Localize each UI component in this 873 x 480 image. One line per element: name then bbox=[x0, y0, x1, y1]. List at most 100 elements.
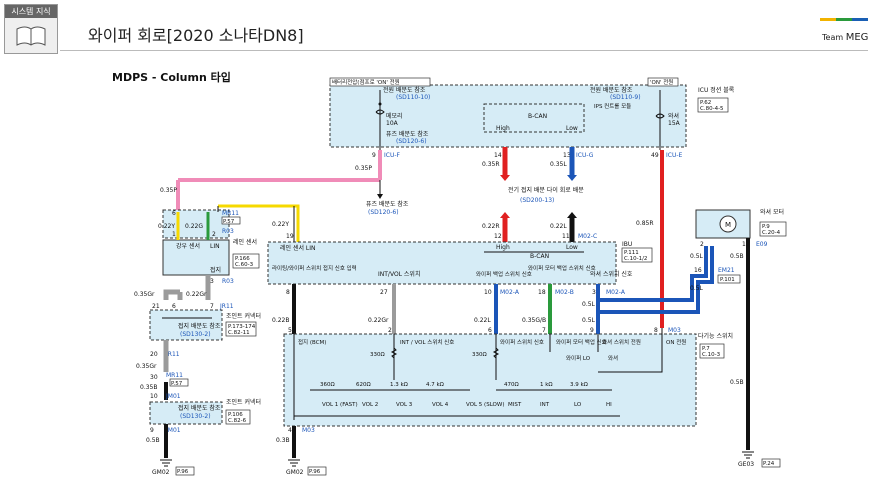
motor-pin-1: 1 bbox=[742, 241, 746, 248]
joint-ground-code: (SD130-2) bbox=[180, 331, 211, 338]
wire-05l-b: 0.5L bbox=[690, 285, 704, 292]
em21-ref-box bbox=[717, 274, 741, 284]
wire-035gb: 0.35G/B bbox=[522, 317, 546, 324]
switch-int-vol: INT / VOL 스위치 신호 bbox=[400, 338, 454, 346]
connector-r03-b: R03 bbox=[222, 278, 234, 285]
switch-pin-8: 8 bbox=[654, 327, 658, 334]
brand-bar-green bbox=[836, 18, 852, 21]
icu-ref-box bbox=[697, 97, 729, 113]
top-right-power-label: 'ON' 전원 bbox=[650, 78, 673, 86]
resistor-1k: 1 kΩ bbox=[540, 382, 553, 388]
icu-bcan-low: Low bbox=[566, 125, 578, 132]
power-ref-right: 전원 배분도 참조 bbox=[590, 86, 633, 94]
resistor-330-a: 330Ω bbox=[370, 352, 385, 358]
wire-035gr-b: 0.35Gr bbox=[136, 363, 157, 370]
right-fuse-symbol bbox=[655, 113, 665, 119]
badge-caption: 시스템 지식 bbox=[5, 5, 57, 18]
ibu-rain-pin: 19 bbox=[286, 233, 294, 240]
connector-jm01b: JM01 bbox=[165, 427, 181, 434]
wire-022y-a: 0.22Y bbox=[158, 223, 175, 230]
joint2-pin-30: 30 bbox=[150, 374, 158, 381]
switch-ref-box bbox=[699, 343, 725, 359]
wire-05b-motor: 0.5B bbox=[730, 253, 744, 260]
icu-g-label: ICU-G bbox=[576, 152, 594, 159]
ibu-name: IBU bbox=[622, 241, 632, 248]
rain-sensor-lin: LIN bbox=[210, 243, 220, 250]
wire-022gr-b: 0.22Gr bbox=[186, 291, 207, 298]
switch-pin-5: 5 bbox=[288, 327, 292, 334]
top-left-power-label: 배터리전압(점프로 'ON' 전원 bbox=[332, 78, 400, 86]
resistor-470: 470Ω bbox=[504, 382, 519, 388]
switch-wiper-sw: 와이퍼 스위치 신호 bbox=[500, 338, 544, 346]
icu-pin-13: 13 bbox=[563, 152, 571, 159]
ibu-pin-10: 10 bbox=[484, 289, 492, 296]
switch-ref-p: P.7 bbox=[702, 346, 710, 352]
icu-pin-9: 9 bbox=[372, 152, 376, 159]
left-fuse-symbol bbox=[375, 109, 385, 115]
ibu-ref-c: C.10-1/2 bbox=[624, 256, 647, 262]
icu-name: ICU 정션 블록 bbox=[698, 86, 735, 94]
connector-jm01: JM01 bbox=[165, 393, 181, 400]
joint-pin-21: 21 bbox=[152, 303, 160, 310]
icu-bcan-block bbox=[483, 103, 585, 133]
switch-wiper-lo: 와이퍼 LO bbox=[566, 354, 591, 362]
ibu-washer: 와셔 스위치 신호 bbox=[590, 270, 633, 278]
connector-em21-p: P.101 bbox=[720, 277, 735, 283]
vol3-label: VOL 3 bbox=[396, 402, 413, 408]
connector-ge03-p: P.24 bbox=[763, 461, 775, 467]
resistor-47k: 4.7 kΩ bbox=[426, 382, 444, 388]
switch-pin-9: 9 bbox=[590, 327, 594, 334]
joint-pin-7: 7 bbox=[210, 303, 214, 310]
ibu-int-vol: INT/VOL 스위치 bbox=[378, 270, 420, 278]
joint-pin-6: 6 bbox=[172, 303, 176, 310]
ibu-wiper-sw: 라이팅/와이퍼 스위치 접지 신호 입력 bbox=[272, 264, 357, 272]
connector-gm02: GM02 bbox=[152, 469, 170, 476]
connector-e09: E09 bbox=[756, 241, 768, 248]
rain-sensor-ref-c: C.60-3 bbox=[235, 262, 254, 268]
connector-mr11b: MR11 bbox=[166, 372, 183, 379]
can-low-arrow-bottom bbox=[567, 212, 577, 218]
icu-pin-49: 49 bbox=[651, 152, 659, 159]
joint-ref-c: C.82-11 bbox=[228, 330, 250, 336]
wire-022b: 0.22B bbox=[272, 317, 289, 324]
motor-pin-2: 2 bbox=[700, 241, 704, 248]
system-knowledge-badge: 시스템 지식 bbox=[4, 4, 58, 54]
fuse-ref-bottom: 퓨즈 배분도 참조 bbox=[366, 200, 409, 208]
motor-name: 와셔 모터 bbox=[760, 208, 784, 216]
wire-022r: 0.22R bbox=[482, 223, 500, 230]
rain-sensor-ref-box bbox=[232, 253, 260, 269]
ibu-wiper-b: 와이퍼 모터 백업 스위치 신호 bbox=[528, 264, 596, 272]
switch-pin-4: 4 bbox=[288, 427, 292, 434]
fuse-left-name: 메모리 bbox=[386, 112, 403, 120]
connector-mr11b-p: P.57 bbox=[171, 381, 183, 387]
mr11-ref-box bbox=[221, 216, 241, 225]
mr11b-ref-box bbox=[169, 378, 189, 387]
icu-f-label: ICU-F bbox=[384, 152, 401, 159]
fuse-ref-top-code: (SD120-6) bbox=[396, 138, 427, 145]
fuse-left-rating: 10A bbox=[386, 120, 399, 127]
switch-washer: 와셔 bbox=[608, 354, 618, 362]
brand-prefix: Team bbox=[822, 33, 844, 42]
lo-label: LO bbox=[574, 402, 582, 408]
wire-035gr-a: 0.35Gr bbox=[134, 291, 155, 298]
motor-ref-c: C.20-4 bbox=[762, 230, 781, 236]
pink-wire bbox=[176, 150, 382, 212]
joint2-ref-c: C.82-6 bbox=[228, 418, 247, 424]
gray-ground-wire bbox=[163, 275, 211, 300]
switch-pin-2: 2 bbox=[388, 327, 392, 334]
connector-m02a: M02-A bbox=[500, 289, 520, 296]
connector-mr11: MR11 bbox=[222, 210, 239, 217]
switch-on-power: ON 전원 bbox=[666, 338, 686, 346]
joint2-pin-10: 10 bbox=[150, 393, 158, 400]
wire-05l-a: 0.5L bbox=[690, 253, 704, 260]
wire-05l-d: 0.5L bbox=[582, 317, 596, 324]
diagram-title: MDPS - Column 타입 bbox=[112, 71, 231, 84]
connector-em21: EM21 bbox=[718, 267, 735, 274]
icu-ref-p: P.62 bbox=[700, 100, 711, 106]
rain-sensor-gnd: 접지 bbox=[210, 266, 221, 274]
motor-symbol-circle bbox=[719, 215, 737, 233]
mist-label: MIST bbox=[508, 402, 522, 408]
wire-022gr: 0.22Gr bbox=[368, 317, 389, 324]
fuse-ref-top: 퓨즈 배분도 참조 bbox=[386, 130, 429, 138]
